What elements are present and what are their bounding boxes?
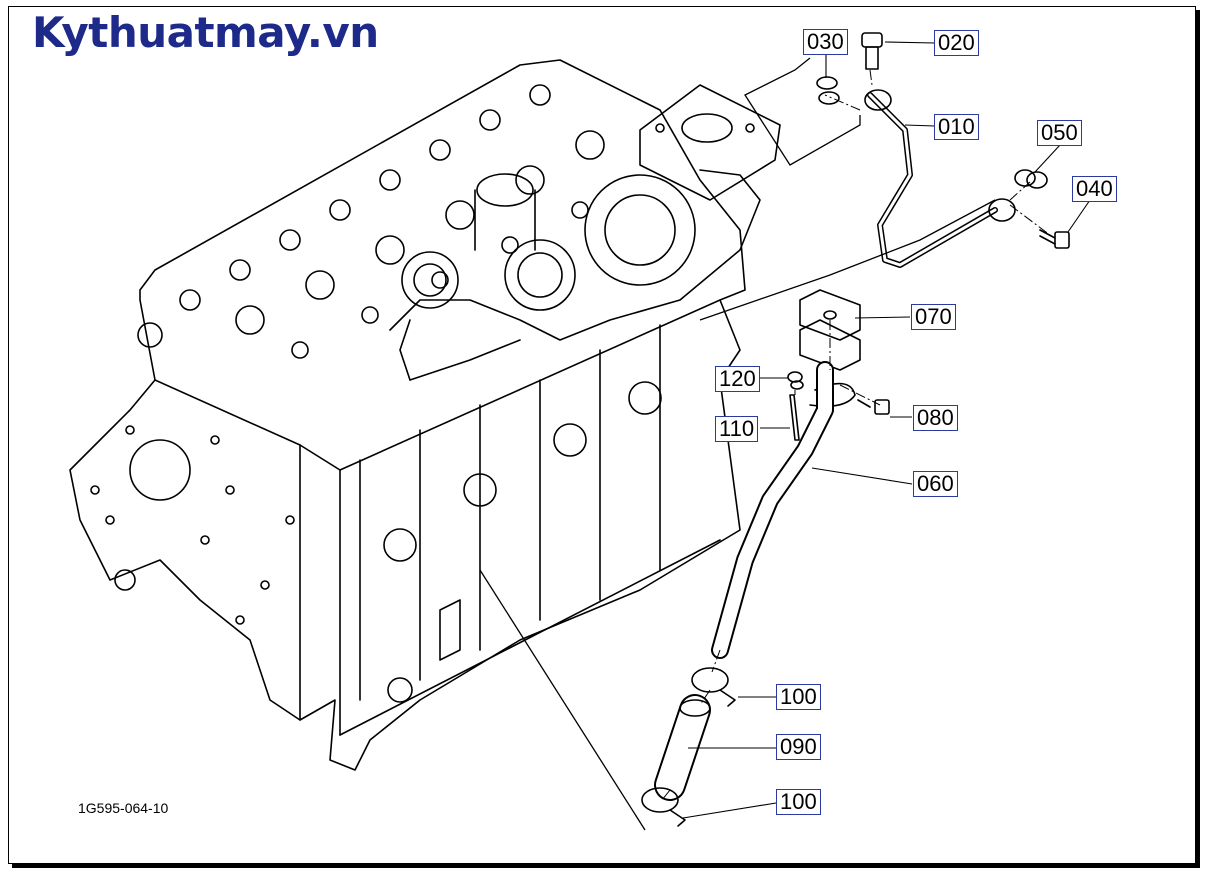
diagram-border [8, 6, 1196, 864]
part-label-040[interactable]: 040 [1072, 176, 1117, 202]
turbocharger [390, 170, 760, 380]
part-label-120[interactable]: 120 [715, 366, 760, 392]
block-ribs [360, 325, 661, 702]
part-label-020[interactable]: 020 [934, 30, 979, 56]
part-label-060[interactable]: 060 [913, 471, 958, 497]
hose-090 [670, 700, 710, 785]
hose-clamp-100-lower [642, 788, 685, 826]
reference-lines [480, 58, 995, 830]
bolt-040 [1040, 230, 1069, 248]
cylinder-head-bolts [180, 85, 604, 358]
flange-070 [800, 290, 860, 370]
part-label-090[interactable]: 090 [776, 734, 821, 760]
brand-logo[interactable]: Kythuatmay.vn [32, 8, 379, 57]
part-label-100-lower[interactable]: 100 [776, 789, 821, 815]
exhaust-flange [640, 85, 780, 200]
assembly-center-lines [662, 70, 1050, 800]
part-label-080[interactable]: 080 [913, 405, 958, 431]
part-label-030[interactable]: 030 [803, 29, 848, 55]
border-shadow-bottom [12, 864, 1200, 868]
washers-030 [817, 77, 839, 104]
flywheel-housing [91, 323, 294, 624]
oil-pipe-010 [865, 90, 1015, 265]
washer-050 [1015, 170, 1047, 188]
part-label-110[interactable]: 110 [715, 416, 759, 442]
hose-clamp-100-upper [692, 668, 735, 706]
border-shadow-right [1196, 10, 1200, 868]
part-label-100-upper[interactable]: 100 [776, 684, 821, 710]
eyebolt-020 [862, 33, 882, 69]
label-leaders [683, 42, 1090, 818]
part-label-070[interactable]: 070 [911, 304, 956, 330]
part-label-010[interactable]: 010 [934, 114, 979, 140]
return-pipe-060 [720, 370, 825, 650]
bracket-110 [790, 395, 799, 440]
drawing-code: 1G595-064-10 [78, 800, 169, 816]
part-label-050[interactable]: 050 [1037, 120, 1082, 146]
bolt-120 [788, 372, 803, 389]
engine-block [70, 60, 745, 770]
